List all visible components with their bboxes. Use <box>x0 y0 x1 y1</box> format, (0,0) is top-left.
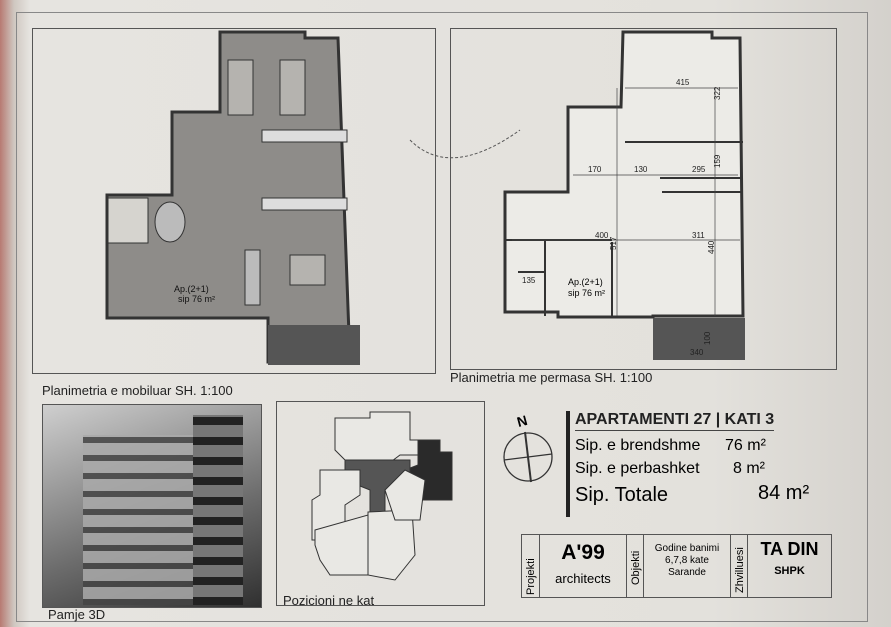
total-area-label: Sip. Totale <box>575 484 669 506</box>
object-line: Sarande <box>668 567 706 578</box>
terrace <box>107 197 149 244</box>
svg-text:170: 170 <box>588 165 602 174</box>
object-cell: Godine banimi 6,7,8 kate Sarande <box>643 534 731 598</box>
position-plan-panel <box>276 401 485 606</box>
svg-text:340: 340 <box>690 348 704 357</box>
stamp-mark <box>409 129 521 159</box>
balcony-hatch <box>268 325 360 365</box>
svg-text:295: 295 <box>692 165 706 174</box>
developer-label-cell: Zhvilluesi <box>730 534 748 598</box>
project-label-cell: Projekti <box>521 534 540 598</box>
svg-text:100: 100 <box>703 331 712 345</box>
furnished-area-label: sip 76 m² <box>178 294 216 304</box>
developer-sub: SHPK <box>774 565 805 577</box>
position-plan-caption: Pozicioni ne kat <box>283 593 375 608</box>
svg-text:415: 415 <box>676 78 690 87</box>
object-line: Godine banimi <box>654 543 720 554</box>
wardrobe <box>261 197 348 211</box>
svg-text:517: 517 <box>609 236 618 250</box>
dimensioned-plan-panel <box>450 28 837 370</box>
svg-text:130: 130 <box>634 165 648 174</box>
svg-text:159: 159 <box>713 154 722 168</box>
svg-text:322: 322 <box>713 86 722 100</box>
3d-view-caption: Pamje 3D <box>48 607 106 622</box>
object-line: 6,7,8 kate <box>665 555 709 566</box>
shared-area-label: Sip. e perbashket <box>575 460 700 477</box>
bed-icon <box>279 59 306 116</box>
bed-icon <box>289 254 326 286</box>
total-area-value: 84 m² <box>758 482 810 504</box>
info-divider <box>566 411 570 517</box>
building-render <box>83 435 213 605</box>
dimensioned-area-label: sip 76 m² <box>568 288 606 298</box>
interior-area-value: 76 m² <box>725 437 766 454</box>
developer-cell: TA DIN SHPK <box>747 534 832 598</box>
svg-text:135: 135 <box>522 276 536 285</box>
furnished-room-label: Ap.(2+1) <box>174 284 209 294</box>
project-name: A'99 <box>561 541 605 564</box>
page-border <box>16 12 868 622</box>
project-sub: architects <box>555 571 611 586</box>
developer-name: TA DIN <box>760 539 819 559</box>
shared-area-value: 8 m² <box>733 460 765 477</box>
balcony-hatch <box>653 318 745 360</box>
object-label: Objekti <box>630 550 642 585</box>
wardrobe <box>261 129 348 143</box>
furnished-plan-panel <box>32 28 436 374</box>
svg-text:400: 400 <box>595 231 609 240</box>
3d-view-image <box>42 404 262 608</box>
dimensioned-plan-caption: Planimetria me permasa SH. 1:100 <box>450 370 653 385</box>
project-cell: A'99 architects <box>539 534 627 598</box>
sofa-icon <box>244 249 261 306</box>
svg-text:311: 311 <box>692 231 705 240</box>
bed-icon <box>227 59 254 116</box>
furnished-plan-caption: Planimetria e mobiluar SH. 1:100 <box>42 383 233 398</box>
svg-text:440: 440 <box>707 240 716 254</box>
dimensioned-room-label: Ap.(2+1) <box>568 277 603 287</box>
project-label: Projekti <box>525 558 537 595</box>
object-label-cell: Objekti <box>626 534 644 598</box>
dining-table-icon <box>154 201 186 243</box>
apartment-title: APARTAMENTI 27 | KATI 3 <box>575 411 775 431</box>
developer-label: Zhvilluesi <box>734 547 746 593</box>
interior-area-label: Sip. e brendshme <box>575 437 701 454</box>
